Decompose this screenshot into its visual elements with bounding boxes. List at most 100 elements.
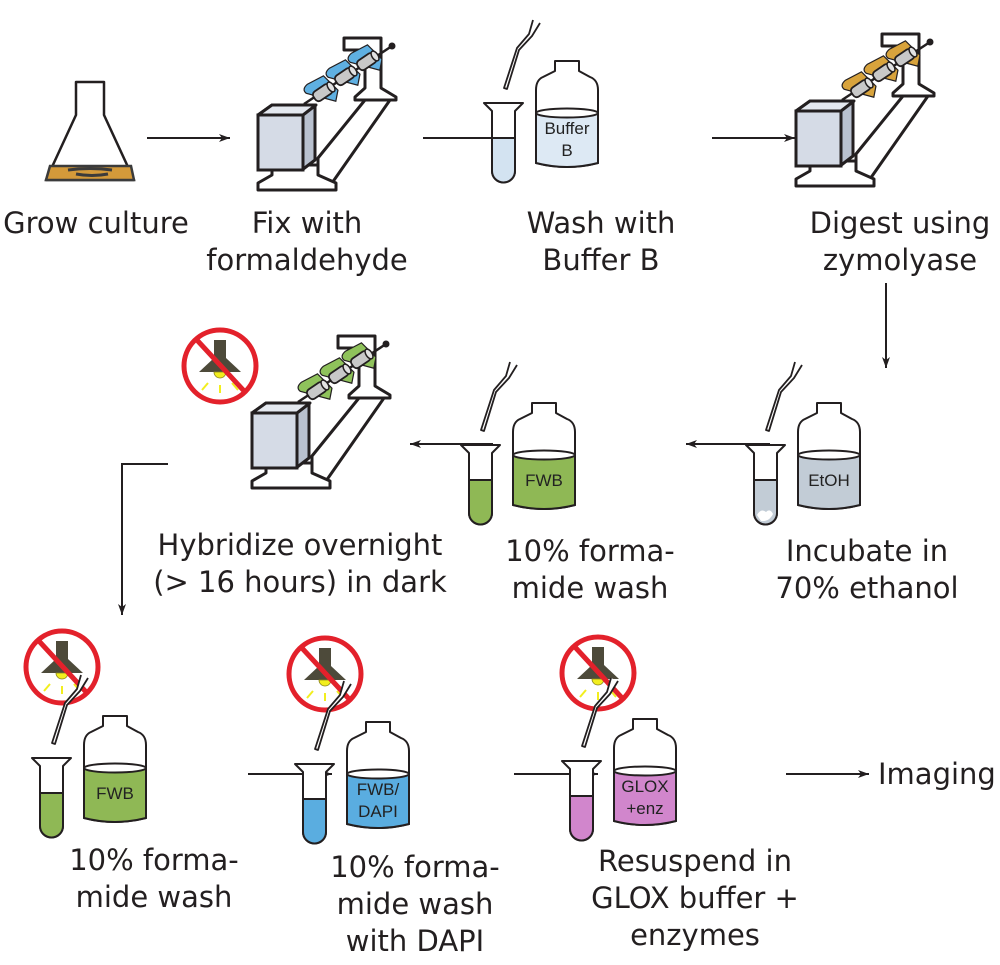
sample-tube-clip <box>863 55 899 83</box>
pipette-icon <box>480 361 518 432</box>
no-light-icon <box>559 634 637 712</box>
pipette-icon <box>581 677 619 748</box>
rotator-icon <box>794 32 936 188</box>
no-light-icon <box>23 628 101 706</box>
label-line: 10% forma- <box>505 534 675 568</box>
tube-bottle-icon: GLOX +enz <box>561 677 677 842</box>
tube-bottle-icon: FWB <box>460 361 576 526</box>
bottle-label: B <box>561 141 572 160</box>
label-line: GLOX buffer + <box>591 881 799 915</box>
tube-bottle-icon: EtOH <box>745 361 861 526</box>
test-tube-icon <box>561 760 602 842</box>
rotator-motor-box <box>256 113 305 172</box>
label-line: with DAPI <box>345 924 485 958</box>
tube-liquid <box>491 137 516 184</box>
label-line: 70% ethanol <box>775 571 959 605</box>
rotator-motor-box <box>794 109 843 168</box>
sample-tube-clip <box>341 342 377 370</box>
rotator-icon <box>256 36 398 192</box>
label-line: Wash with <box>526 206 676 240</box>
no-light-icon <box>286 635 364 713</box>
reagent-bottle-icon: FWB/DAPI <box>346 721 410 829</box>
tube-liquid <box>39 792 64 839</box>
label-line: Resuspend in <box>598 844 792 878</box>
reagent-bottle-icon: FWB <box>512 402 576 510</box>
tube-bottle-icon: FWB <box>31 674 147 839</box>
tube-bottle-icon: FWB/DAPI <box>294 680 410 845</box>
label-line: Hybridize overnight <box>157 528 443 562</box>
no-light-icon <box>181 327 259 405</box>
lamp-stem <box>56 641 68 661</box>
label-line: mide wash <box>336 887 494 921</box>
test-tube-icon <box>31 757 72 839</box>
lamp-stem <box>214 340 226 360</box>
step-label-formamide-wash-2: 10% forma-mide wash <box>69 842 239 916</box>
step-label-hybridize: Hybridize overnight(> 16 hours) in dark <box>153 527 447 601</box>
sample-tube-clip <box>303 75 339 103</box>
pipette-icon <box>503 19 541 90</box>
label-line: (> 16 hours) in dark <box>153 565 447 599</box>
lamp-stem <box>592 647 604 667</box>
pipette-icon <box>314 680 352 751</box>
sample-tube-clip <box>347 44 383 72</box>
sample-tube-clip <box>319 357 355 385</box>
bottle-liquid <box>346 773 410 829</box>
tube-liquid <box>302 798 327 845</box>
bottle-liquid <box>797 454 861 510</box>
pipette-icon <box>765 361 803 432</box>
label-line: formaldehyde <box>206 243 408 277</box>
bottle-liquid <box>512 454 576 510</box>
label-line: mide wash <box>511 571 669 605</box>
sample-tube-clip <box>325 59 361 87</box>
test-tube-icon <box>483 102 524 184</box>
reagent-bottle-icon: FWB <box>83 715 147 823</box>
sample-tube-clip <box>885 40 921 68</box>
reagent-bottle-icon: EtOH <box>797 402 861 510</box>
label-line: Grow culture <box>3 206 189 240</box>
reagent-bottle-icon: GLOX +enz <box>613 718 677 826</box>
label-line: enzymes <box>630 918 760 952</box>
tube-liquid <box>468 479 493 526</box>
step-label-imaging: Imaging <box>878 757 996 791</box>
bottle-liquid <box>535 112 599 168</box>
label-line: Fix with <box>251 206 363 240</box>
step-label-formamide-wash-1: 10% forma-mide wash <box>505 533 675 607</box>
tube-liquid <box>569 795 594 842</box>
step-label-grow: Grow culture <box>3 205 189 242</box>
label-line: 10% forma- <box>330 850 500 884</box>
test-tube-icon <box>745 444 786 526</box>
bottle-label: DAPI <box>358 802 398 821</box>
label-line: Incubate in <box>785 534 949 568</box>
bottle-label: +enz <box>626 799 663 818</box>
bottle-label: FWB/ <box>357 780 400 799</box>
rotator-motor-box <box>250 411 299 470</box>
sample-tube-clip <box>297 373 333 401</box>
bottle-label: FWB <box>96 784 134 803</box>
arrow-hybridize-to-fwash2 <box>118 463 168 615</box>
label-line: 10% forma- <box>69 843 239 877</box>
pipette-icon <box>51 674 89 745</box>
bottle-label: EtOH <box>808 471 850 490</box>
bottle-label: Buffer <box>544 119 589 138</box>
flask-icon <box>44 80 136 182</box>
label-line: Buffer B <box>542 243 660 277</box>
test-tube-icon <box>460 444 501 526</box>
bottle-liquid <box>83 767 147 823</box>
bottle-liquid <box>613 770 677 826</box>
test-tube-icon <box>294 763 335 845</box>
label-line: mide wash <box>75 880 233 914</box>
rotator-icon <box>250 334 392 490</box>
lamp-stem <box>319 648 331 668</box>
bottle-label: GLOX <box>621 777 668 796</box>
bottle-label: FWB <box>525 471 563 490</box>
label-line: Digest using <box>809 206 991 240</box>
